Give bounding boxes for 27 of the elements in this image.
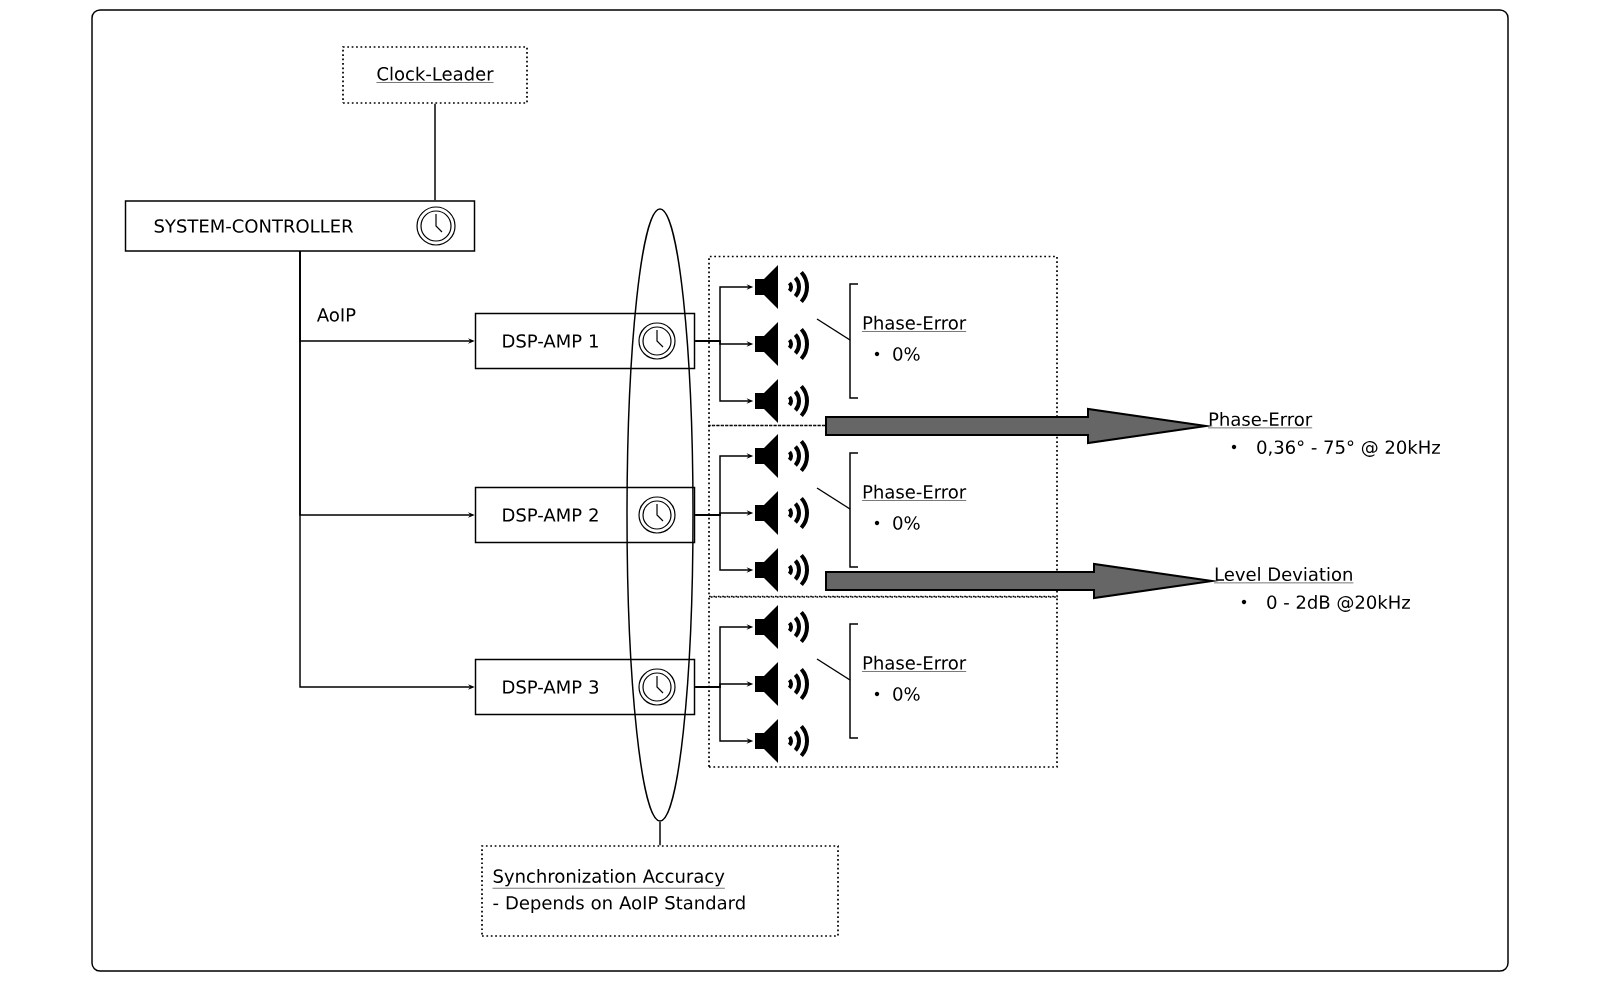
heading: Phase-Error (861, 484, 967, 501)
annotation-text: Level Deviation 0 - 2dB @20kHz (1213, 567, 1410, 612)
speaker-icon (755, 434, 809, 478)
connector-line (659, 821, 661, 846)
dotted-box: Synchronization Accuracy - Depends on AoIP Standard (481, 845, 839, 937)
ellipse (626, 208, 694, 822)
speaker-icon (755, 265, 809, 309)
edge-label: AoIP (315, 307, 358, 323)
amplifier-box: DSP-AMP 3 (474, 658, 696, 716)
value: 0% (893, 687, 920, 701)
speaker-icon (755, 491, 809, 535)
speaker-icon (755, 719, 809, 763)
annotation-text: Phase-Error 0,36° - 75° @ 20kHz (1207, 412, 1440, 457)
speaker-icon (755, 379, 809, 423)
value: 0% (893, 347, 920, 361)
amplifier-box: DSP-AMP 2 (474, 486, 696, 544)
heading: Phase-Error (861, 655, 967, 672)
speaker-icon (755, 662, 809, 706)
heading: Phase-Error (861, 315, 967, 332)
connector-line (434, 103, 436, 201)
speaker-icon (755, 548, 809, 592)
speaker-icon (755, 322, 809, 366)
amplifier-box: DSP-AMP 1 (474, 312, 696, 370)
speaker-icon (755, 605, 809, 649)
dotted-box: Clock-Leader (342, 46, 528, 104)
controller-box: SYSTEM-CONTROLLER (124, 200, 476, 252)
value: 0% (893, 516, 920, 530)
